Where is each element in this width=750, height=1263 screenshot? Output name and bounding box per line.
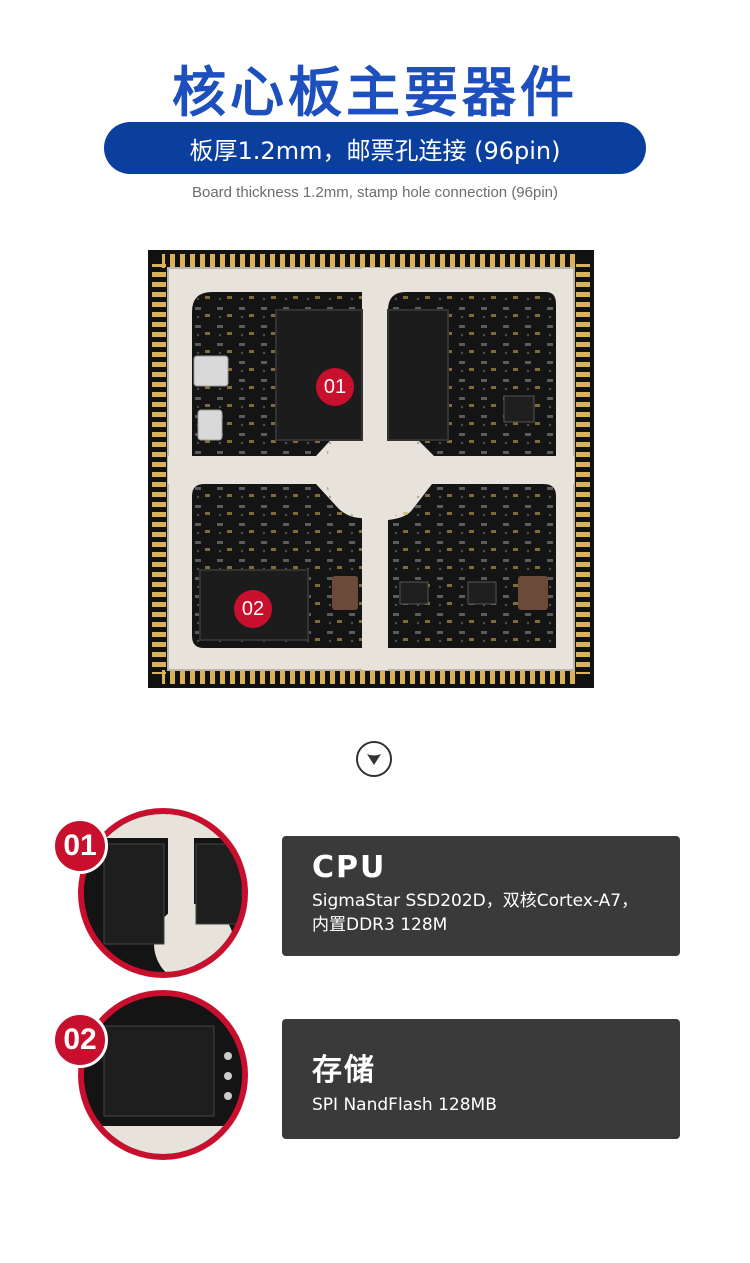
feature-storage: 02 存储 SPI NandFlash 128MB xyxy=(0,990,750,1165)
feature-desc-storage: SPI NandFlash 128MB xyxy=(312,1095,497,1115)
spec-pill-text: 板厚1.2mm，邮票孔连接 (96pin) xyxy=(189,136,561,165)
page-title: 核心板主要器件 xyxy=(172,61,578,124)
board-label-01: 01 xyxy=(316,368,354,406)
feature-card-cpu: CPU SigmaStar SSD202D，双核Cortex-A7， 内置DDR… xyxy=(282,836,680,956)
board-label-02: 02 xyxy=(234,590,272,628)
feature-title-storage: 存储 xyxy=(312,1053,376,1088)
core-board-image: 01 02 xyxy=(148,250,594,688)
storage-zoom-image xyxy=(78,990,248,1160)
chevron-down-circle-icon xyxy=(356,741,392,777)
core-board-svg xyxy=(148,250,594,688)
cpu-zoom-svg xyxy=(84,814,242,972)
subtitle-english: Board thickness 1.2mm, stamp hole connec… xyxy=(191,184,559,201)
cpu-zoom-image xyxy=(78,808,248,978)
feature-desc-cpu-line2: 内置DDR3 128M xyxy=(312,915,448,935)
down-arrow-glyph xyxy=(367,754,381,765)
feature-card-storage: 存储 SPI NandFlash 128MB xyxy=(282,1019,680,1139)
feature-title-cpu: CPU xyxy=(312,850,387,885)
spec-pill: 板厚1.2mm，邮票孔连接 (96pin) xyxy=(104,122,646,174)
feature-desc-cpu-line1: SigmaStar SSD202D，双核Cortex-A7， xyxy=(312,891,639,911)
feature-number-01: 01 xyxy=(52,818,108,874)
storage-zoom-svg xyxy=(84,996,242,1154)
feature-number-02: 02 xyxy=(52,1012,108,1068)
feature-cpu: 01 CPU SigmaStar SSD202D，双核Cortex-A7， 内置… xyxy=(0,808,750,983)
